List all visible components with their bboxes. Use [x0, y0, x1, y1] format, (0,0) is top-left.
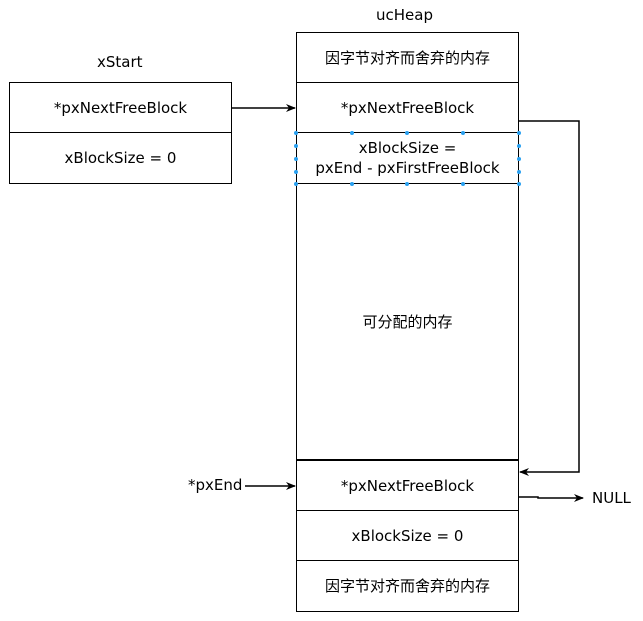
arrow-first-free-block-to-end-block[interactable] — [519, 120, 580, 476]
pxend-label: *pxEnd — [188, 476, 243, 494]
xstart-block-size-text: xBlockSize = 0 — [64, 149, 177, 167]
selection-handle[interactable] — [294, 170, 298, 174]
ucheap-align-bottom-text: 因字节对齐而舍弃的内存 — [324, 577, 490, 595]
ucheap-end-block-size[interactable]: xBlockSize = 0 — [296, 511, 519, 561]
selection-handle[interactable] — [405, 131, 409, 135]
selection-handle[interactable] — [294, 182, 298, 186]
ucheap-title: ucHeap — [376, 6, 433, 24]
selection-handle[interactable] — [517, 131, 521, 135]
selection-handle[interactable] — [405, 182, 409, 186]
ucheap-allocatable-memory-text: 可分配的内存 — [362, 312, 453, 331]
selection-handle[interactable] — [517, 182, 521, 186]
selection-handle[interactable] — [517, 157, 521, 161]
selection-handle[interactable] — [517, 144, 521, 148]
selection-handle[interactable] — [294, 131, 298, 135]
xstart-block-size[interactable]: xBlockSize = 0 — [9, 133, 232, 184]
xstart-title: xStart — [97, 53, 143, 71]
ucheap-end-next-free-block-text: *pxNextFreeBlock — [340, 476, 475, 495]
selection-handle[interactable] — [294, 157, 298, 161]
ucheap-align-top-text: 因字节对齐而舍弃的内存 — [324, 48, 490, 67]
selection-handle[interactable] — [294, 144, 298, 148]
selection-handle[interactable] — [517, 170, 521, 174]
selection-handle[interactable] — [461, 131, 465, 135]
selection-handle[interactable] — [350, 182, 354, 186]
selection-handle[interactable] — [461, 182, 465, 186]
ucheap-end-block-size-text: xBlockSize = 0 — [351, 526, 464, 545]
ucheap-block-size-line1: xBlockSize = — [358, 139, 457, 157]
ucheap-end-next-free-block[interactable]: *pxNextFreeBlock — [296, 460, 519, 511]
ucheap-block-size-line2: pxEnd - pxFirstFreeBlock — [315, 159, 500, 177]
xstart-next-free-block-text: *pxNextFreeBlock — [53, 98, 188, 117]
ucheap-allocatable-memory[interactable]: 可分配的内存 — [296, 184, 519, 460]
ucheap-align-top[interactable]: 因字节对齐而舍弃的内存 — [296, 32, 519, 83]
ucheap-align-bottom[interactable]: 因字节对齐而舍弃的内存 — [296, 561, 519, 612]
arrow-end-block-to-null[interactable] — [519, 494, 584, 502]
selection-handle[interactable] — [350, 131, 354, 135]
null-label: NULL — [592, 489, 631, 507]
ucheap-next-free-block-text: *pxNextFreeBlock — [340, 98, 475, 117]
xstart-next-free-block[interactable]: *pxNextFreeBlock — [9, 82, 232, 133]
